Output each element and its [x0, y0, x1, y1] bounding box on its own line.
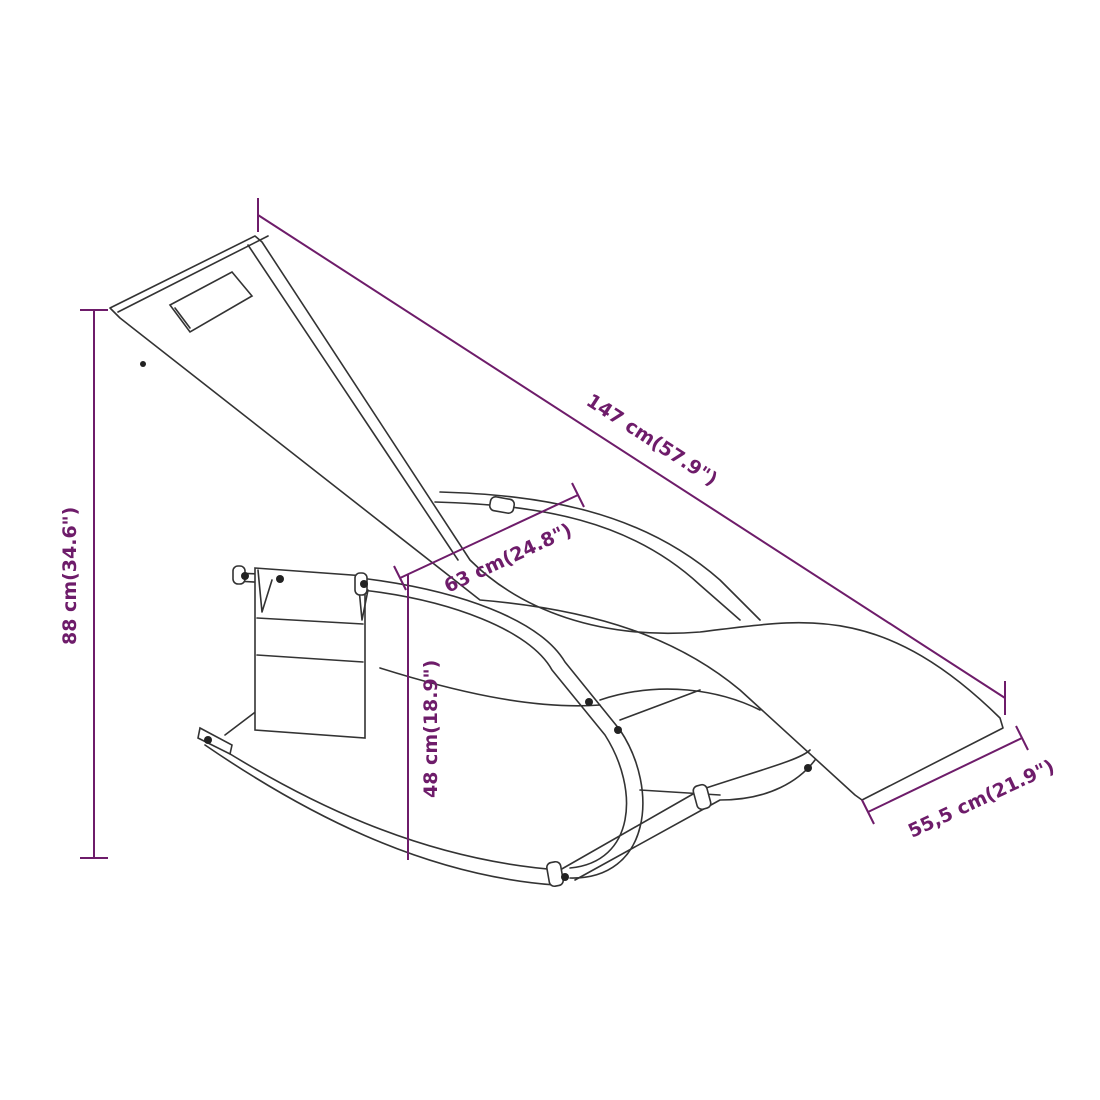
dimension-length: 147 cm(57.9"): [257, 198, 1006, 715]
chair-outline: [109, 235, 1004, 888]
dimension-seat-height: 48 cm(18.9"): [407, 575, 442, 860]
seat-depth-label: 63 cm(24.8"): [441, 519, 576, 597]
sling-fabric: [109, 235, 1004, 801]
side-pocket: [254, 567, 366, 739]
height-label: 88 cm(34.6"): [59, 507, 81, 645]
dimension-height: 88 cm(34.6"): [59, 309, 108, 859]
headrest-pillow: [168, 270, 254, 334]
dimension-seat-depth: 63 cm(24.8"): [393, 482, 585, 598]
length-label: 147 cm(57.9"): [582, 390, 721, 491]
width-label: 55,5 cm(21.9"): [905, 756, 1058, 843]
seat-height-label: 48 cm(18.9"): [420, 660, 442, 798]
